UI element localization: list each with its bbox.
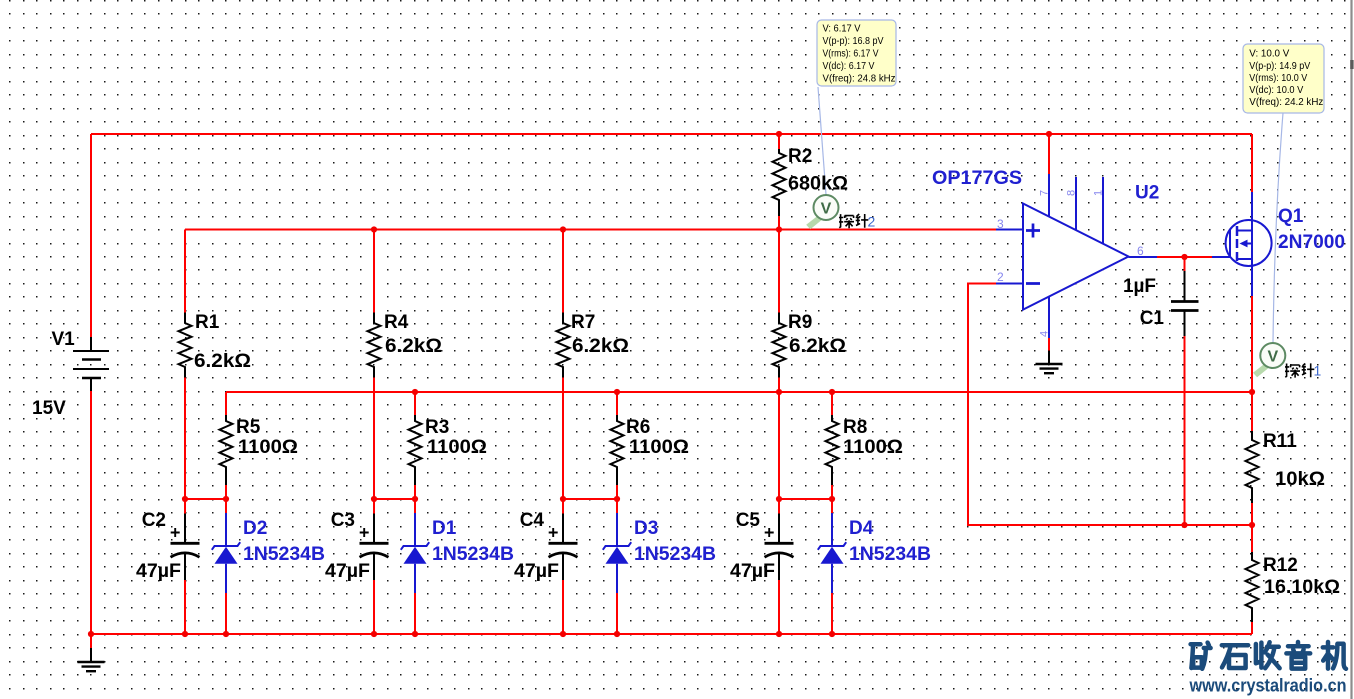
svg-text:47µF: 47µF — [730, 561, 775, 582]
svg-text:1100Ω: 1100Ω — [238, 437, 298, 458]
svg-text:1100Ω: 1100Ω — [843, 437, 903, 458]
svg-text:OP177GS: OP177GS — [932, 168, 1022, 189]
svg-text:6.2kΩ: 6.2kΩ — [385, 336, 442, 357]
svg-text:V(freq): 24.8 kHz: V(freq): 24.8 kHz — [823, 74, 896, 85]
svg-text:R3: R3 — [425, 417, 449, 438]
svg-text:R12: R12 — [1263, 555, 1298, 576]
svg-text:C1: C1 — [1140, 308, 1165, 329]
svg-text:R7: R7 — [571, 312, 595, 333]
svg-text:R2: R2 — [788, 146, 812, 167]
svg-text:1N5234B: 1N5234B — [634, 544, 716, 565]
svg-text:7: 7 — [1039, 190, 1051, 196]
svg-text:www.crystalradio.cn: www.crystalradio.cn — [1189, 675, 1347, 696]
svg-text:V(freq): 24.2 kHz: V(freq): 24.2 kHz — [1249, 97, 1323, 108]
svg-text:V: V — [1267, 348, 1278, 365]
svg-text:R8: R8 — [843, 417, 867, 438]
svg-text:10kΩ: 10kΩ — [1275, 469, 1325, 490]
svg-text:1N5234B: 1N5234B — [432, 544, 514, 565]
svg-text:D1: D1 — [432, 518, 457, 539]
svg-text:47µF: 47µF — [325, 561, 370, 582]
svg-text:V: 6.17 V: V: 6.17 V — [823, 24, 861, 35]
svg-text:V1: V1 — [52, 329, 76, 350]
svg-text:C5: C5 — [736, 510, 761, 531]
svg-text:680kΩ: 680kΩ — [788, 174, 848, 195]
svg-text:2: 2 — [997, 270, 1004, 284]
svg-text:15V: 15V — [32, 398, 66, 419]
svg-text:V(p-p): 14.9 pV: V(p-p): 14.9 pV — [1249, 61, 1310, 72]
svg-text:2: 2 — [868, 214, 876, 230]
svg-text:V(rms): 10.0 V: V(rms): 10.0 V — [1249, 73, 1307, 84]
svg-text:V: V — [821, 200, 832, 217]
svg-text:R5: R5 — [236, 417, 261, 438]
svg-text:C2: C2 — [142, 510, 166, 531]
svg-text:6.2kΩ: 6.2kΩ — [789, 336, 846, 357]
svg-text:8: 8 — [1066, 190, 1078, 196]
svg-text:4: 4 — [1039, 331, 1051, 337]
svg-text:47µF: 47µF — [514, 561, 559, 582]
svg-text:V(rms): 6.17 V: V(rms): 6.17 V — [823, 49, 879, 60]
svg-text:1N5234B: 1N5234B — [243, 544, 325, 565]
svg-text:1100Ω: 1100Ω — [629, 437, 689, 458]
svg-text:R4: R4 — [384, 312, 409, 333]
svg-text:V: 10.0 V: V: 10.0 V — [1249, 49, 1289, 60]
svg-text:3: 3 — [997, 217, 1004, 231]
svg-text:1100Ω: 1100Ω — [427, 437, 487, 458]
svg-text:1: 1 — [1314, 363, 1322, 379]
svg-text:1µF: 1µF — [1123, 276, 1156, 297]
svg-text:D4: D4 — [849, 518, 874, 539]
svg-text:R11: R11 — [1263, 431, 1297, 452]
svg-text:47µF: 47µF — [136, 561, 181, 582]
svg-text:C3: C3 — [331, 510, 355, 531]
svg-text:2N7000: 2N7000 — [1278, 232, 1345, 253]
svg-text:R9: R9 — [788, 312, 812, 333]
svg-text:6: 6 — [1137, 244, 1144, 258]
svg-text:6.2kΩ: 6.2kΩ — [194, 351, 251, 372]
svg-text:V(dc): 10.0 V: V(dc): 10.0 V — [1249, 85, 1303, 96]
svg-text:1N5234B: 1N5234B — [849, 544, 931, 565]
svg-text:C4: C4 — [520, 510, 545, 531]
svg-text:Q1: Q1 — [1278, 206, 1304, 227]
svg-text:16.10kΩ: 16.10kΩ — [1264, 577, 1340, 598]
svg-text:R6: R6 — [626, 417, 650, 438]
svg-text:U2: U2 — [1135, 183, 1159, 204]
svg-text:R1: R1 — [195, 312, 220, 333]
svg-text:V(dc): 6.17 V: V(dc): 6.17 V — [823, 61, 875, 72]
svg-text:D3: D3 — [634, 518, 658, 539]
svg-text:1: 1 — [1093, 190, 1105, 196]
svg-text:D2: D2 — [243, 518, 267, 539]
svg-text:V(p-p): 16.8 pV: V(p-p): 16.8 pV — [823, 36, 884, 47]
svg-text:6.2kΩ: 6.2kΩ — [572, 336, 629, 357]
